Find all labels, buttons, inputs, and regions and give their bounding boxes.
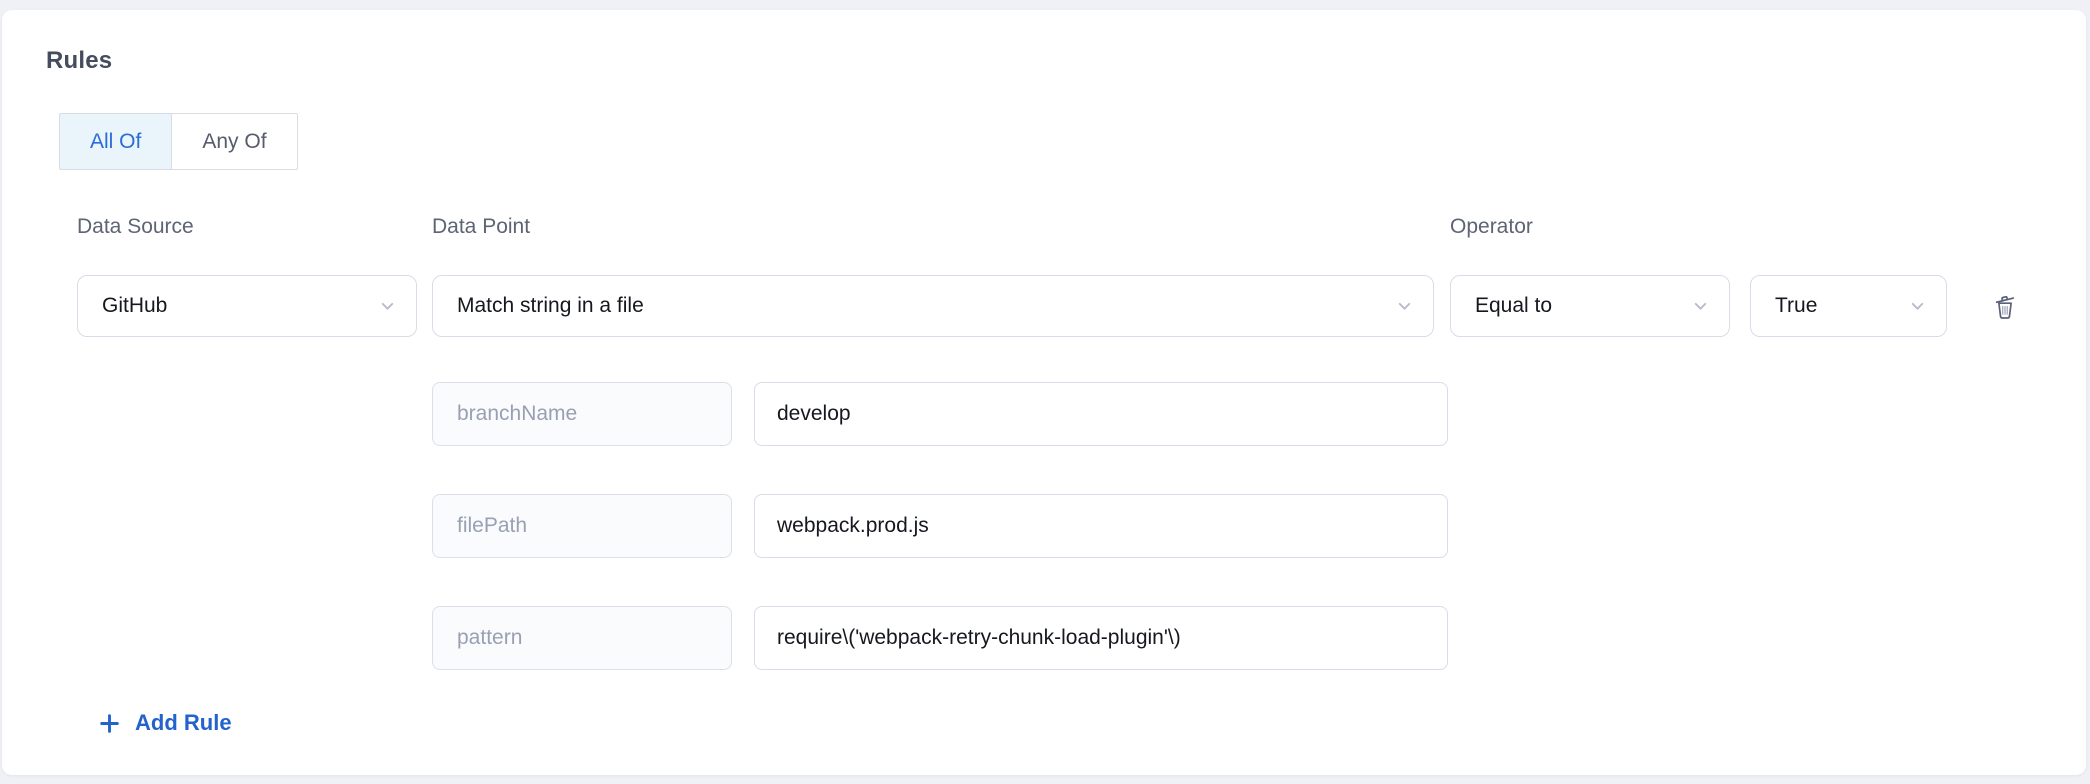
rules-card: Rules All Of Any Of Data Source GitHub D…: [2, 10, 2086, 775]
add-rule-label: Add Rule: [135, 710, 232, 735]
operator-select[interactable]: Equal to: [1450, 275, 1730, 337]
param-value-input[interactable]: [754, 606, 1448, 670]
chevron-down-icon: [1909, 298, 1926, 315]
data-point-select[interactable]: Match string in a file: [432, 275, 1434, 337]
data-source-select[interactable]: GitHub: [77, 275, 417, 337]
data-point-label: Data Point: [432, 215, 531, 238]
operand-field: True: [1750, 214, 1947, 337]
operand-select[interactable]: True: [1750, 275, 1947, 337]
param-value-input[interactable]: [754, 382, 1448, 446]
chevron-down-icon: [1396, 298, 1413, 315]
data-source-value: GitHub: [102, 294, 168, 317]
plus-icon: [97, 711, 122, 736]
data-point-value: Match string in a file: [457, 294, 644, 317]
operator-label: Operator: [1450, 215, 1533, 238]
operand-label-spacer: [1750, 214, 1947, 239]
param-key-field: branchName: [432, 382, 732, 446]
rule-actions: [1985, 275, 2025, 337]
rule-params: branchName filePath pattern: [432, 382, 2042, 670]
param-value-input[interactable]: [754, 494, 1448, 558]
data-source-label: Data Source: [77, 215, 194, 238]
delete-rule-button[interactable]: [1985, 286, 2025, 326]
page-title: Rules: [46, 47, 113, 74]
match-mode-toggle: All Of Any Of: [59, 113, 298, 170]
rule-row: Data Source GitHub Data Point Match stri…: [77, 214, 2042, 337]
operator-value: Equal to: [1475, 294, 1553, 317]
param-row-pattern: pattern: [432, 606, 2042, 670]
toggle-any-of[interactable]: Any Of: [171, 113, 298, 170]
toggle-all-of[interactable]: All Of: [59, 113, 173, 170]
operand-value: True: [1775, 294, 1818, 317]
trash-icon: [1990, 290, 2020, 323]
data-source-field: Data Source GitHub: [77, 214, 417, 337]
param-key-field: filePath: [432, 494, 732, 558]
chevron-down-icon: [1692, 298, 1709, 315]
chevron-down-icon: [379, 298, 396, 315]
operator-field: Operator Equal to: [1450, 214, 1730, 337]
add-rule-button[interactable]: Add Rule: [97, 710, 232, 736]
param-row-branch-name: branchName: [432, 382, 2042, 446]
param-key-field: pattern: [432, 606, 732, 670]
data-point-field: Data Point Match string in a file: [432, 214, 1434, 337]
param-row-file-path: filePath: [432, 494, 2042, 558]
